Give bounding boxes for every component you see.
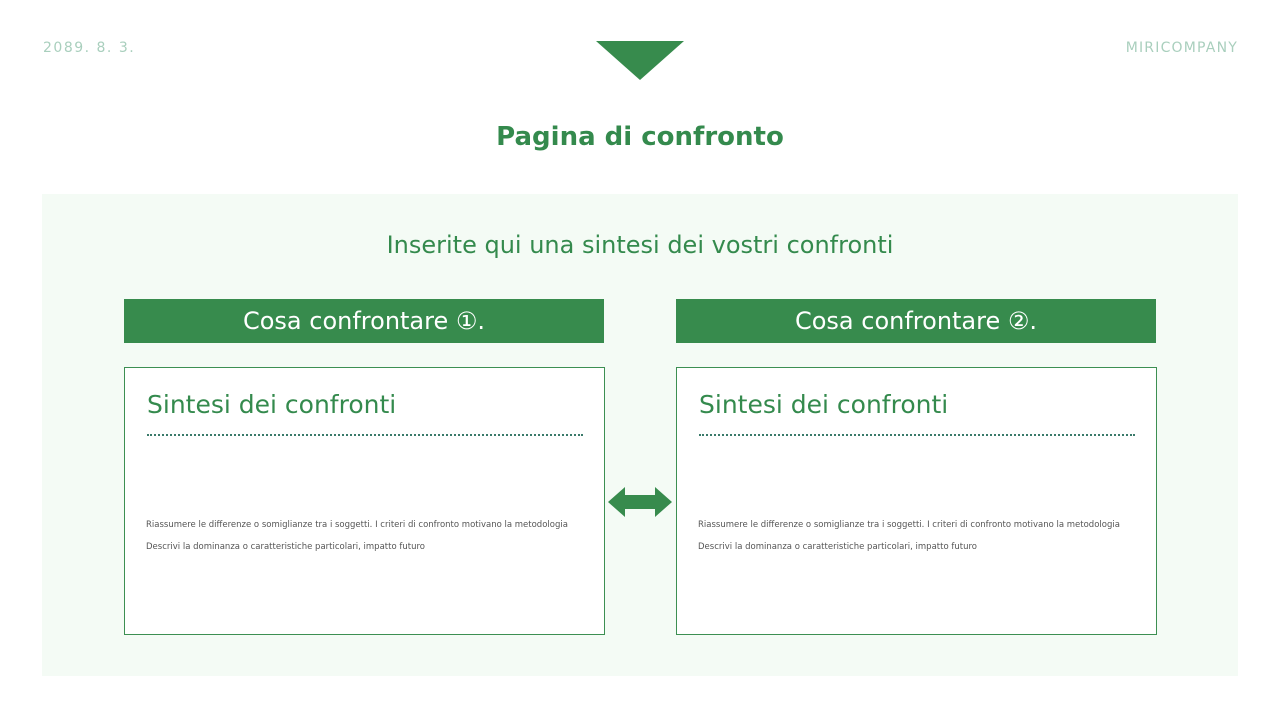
card-title: Sintesi dei confronti [699,390,949,419]
dotted-divider [699,434,1135,436]
page-title: Pagina di confronto [496,122,784,152]
comparison-card-2: Sintesi dei confronti Riassumere le diff… [676,367,1157,635]
card-text-line: Riassumere le differenze o somiglianze t… [146,520,568,530]
card-text-line: Descrivi la dominanza o caratteristiche … [146,542,425,552]
date-label: 2089. 8. 3. [43,40,136,56]
dotted-divider [147,434,583,436]
card-title: Sintesi dei confronti [147,390,397,419]
triangle-down-icon [596,41,684,80]
card-text-line: Descrivi la dominanza o caratteristiche … [698,542,977,552]
card-text-line: Riassumere le differenze o somiglianze t… [698,520,1120,530]
comparison-header-2: Cosa confrontare ②. [676,299,1156,343]
double-arrow-icon [608,487,672,517]
comparison-card-1: Sintesi dei confronti Riassumere le diff… [124,367,605,635]
company-name: MIRICOMPANY [1125,40,1238,56]
comparison-header-1: Cosa confrontare ①. [124,299,604,343]
comparison-subtitle: Inserite qui una sintesi dei vostri conf… [386,231,894,259]
